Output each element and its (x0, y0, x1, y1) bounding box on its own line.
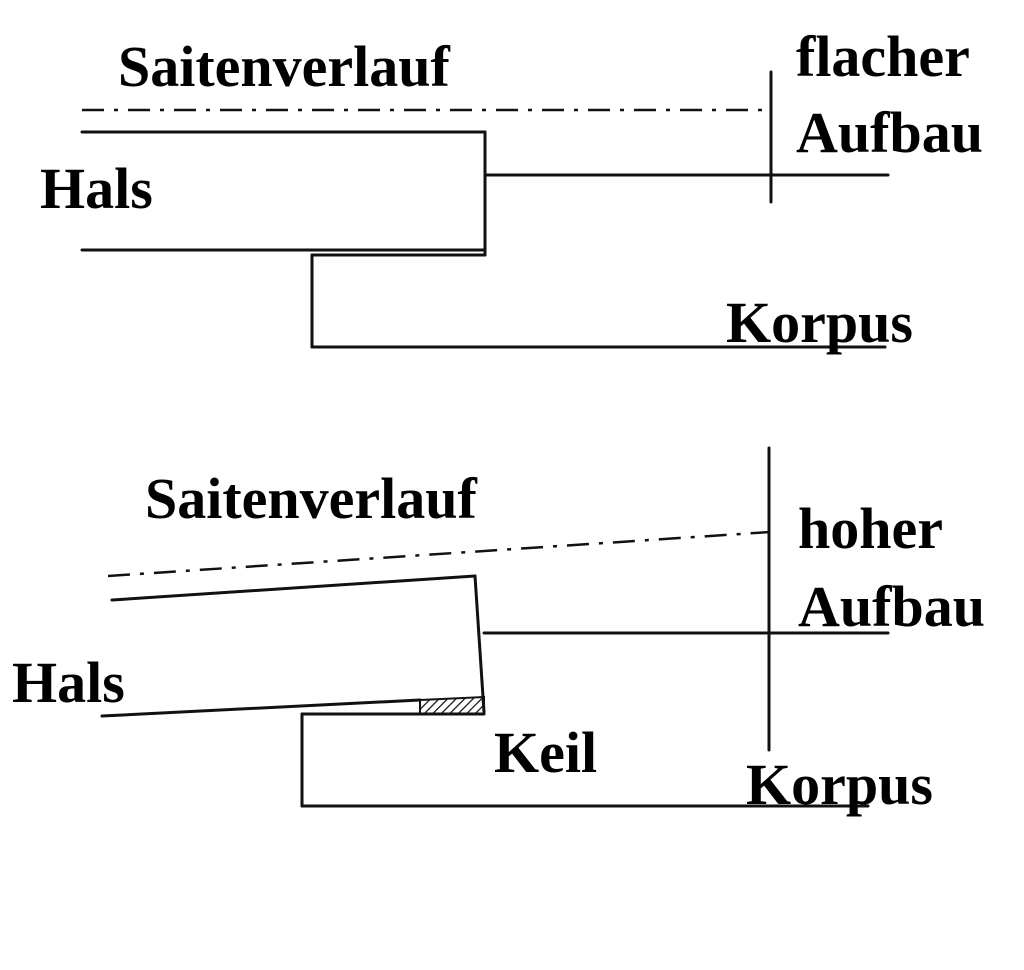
top-height-label-line1: flacher (796, 24, 970, 89)
bottom-wedge (419, 695, 485, 715)
top-diagram (80, 70, 890, 349)
bottom-neck-bottom-edge (100, 698, 422, 718)
top-neck-label: Hals (40, 156, 153, 221)
top-string-label: Saitenverlauf (118, 34, 450, 99)
bottom-height-label-line2: Aufbau (798, 574, 985, 639)
bottom-neck-label: Hals (12, 650, 125, 715)
bottom-string-label: Saitenverlauf (145, 466, 477, 531)
bottom-diagram (100, 446, 890, 808)
top-height-label-line2: Aufbau (796, 100, 983, 165)
bottom-string-line (107, 530, 771, 578)
bottom-wedge-label: Keil (494, 720, 598, 785)
bottom-body-label: Korpus (746, 752, 933, 817)
bottom-neck-top-edge (110, 574, 477, 602)
bottom-height-label-line1: hoher (798, 496, 943, 561)
top-body-label: Korpus (726, 290, 913, 355)
bottom-neck-end (473, 574, 486, 714)
